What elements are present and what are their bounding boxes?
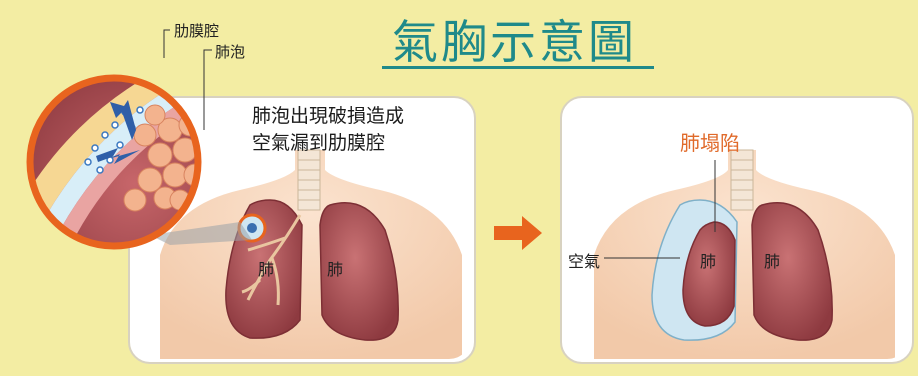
before-torso xyxy=(160,150,462,360)
label-lung-left-before: 肺 xyxy=(258,256,274,280)
description-text: 肺泡出現破損造成 空氣漏到肋膜腔 xyxy=(252,103,404,157)
label-air: 空氣 xyxy=(568,248,600,272)
title-underline xyxy=(382,66,654,69)
label-pleural-cavity: 肋膜腔 xyxy=(174,20,219,41)
label-lung-right-after: 肺 xyxy=(764,248,780,272)
label-lung-left-after: 肺 xyxy=(700,248,716,272)
page-title: 氣胸示意圖 xyxy=(392,6,637,72)
label-lung-collapse: 肺塌陷 xyxy=(680,127,740,156)
after-torso xyxy=(594,150,895,360)
description-line-1: 肺泡出現破損造成 xyxy=(252,103,404,130)
description-line-2: 空氣漏到肋膜腔 xyxy=(252,130,404,157)
label-alveoli: 肺泡 xyxy=(215,41,245,62)
arrow-icon xyxy=(494,216,542,250)
label-lung-right-before: 肺 xyxy=(327,256,343,280)
